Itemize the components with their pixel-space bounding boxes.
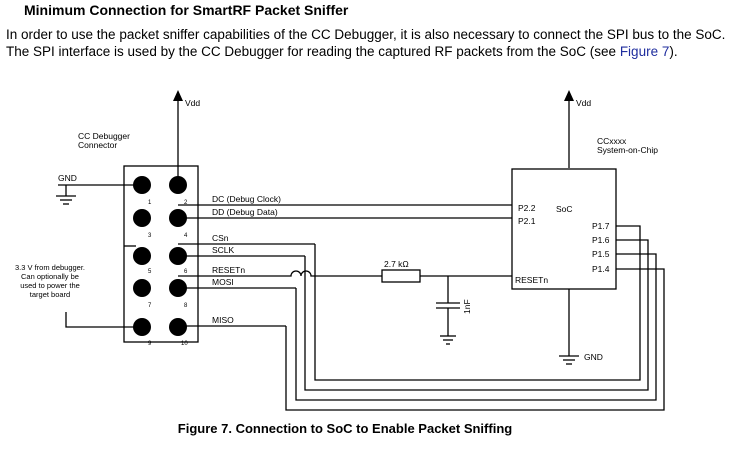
paragraph-text-end: ).: [669, 44, 678, 59]
pin-6: [169, 247, 187, 265]
connector-pins: [133, 176, 187, 336]
power-note: Can optionally be: [21, 272, 79, 281]
pin-9: [133, 318, 151, 336]
body-paragraph: In order to use the packet sniffer capab…: [6, 26, 746, 60]
pin-number: 7: [148, 303, 152, 309]
pin-number: 4: [184, 233, 188, 239]
soc-pin-p16: P1.6: [592, 235, 610, 245]
pin-10: [169, 318, 187, 336]
resistor-label: 2.7 kΩ: [384, 259, 409, 269]
capacitor-label: 1nF: [462, 299, 472, 314]
pin-number: 5: [148, 269, 152, 275]
power-note: 3.3 V from debugger.: [15, 263, 85, 272]
vdd-label-right: Vdd: [576, 98, 591, 108]
signal-mosi: MOSI: [212, 277, 234, 287]
soc-pin-p17: P1.7: [592, 221, 610, 231]
paragraph-text: In order to use the packet sniffer capab…: [6, 27, 726, 59]
section-heading: Minimum Connection for SmartRF Packet Sn…: [24, 2, 349, 18]
connector-label: Connector: [78, 140, 117, 150]
signal-miso: MISO: [212, 315, 234, 325]
pin-1: [133, 176, 151, 194]
power-note: used to power the: [20, 281, 80, 290]
power-note: target board: [30, 290, 70, 299]
signal-sclk: SCLK: [212, 245, 235, 255]
soc-pin-p15: P1.5: [592, 249, 610, 259]
vdd-label-left: Vdd: [185, 98, 200, 108]
pin-number: 6: [184, 269, 188, 275]
vdd-arrow-left: [173, 90, 183, 101]
soc-pin-p21: P2.1: [518, 216, 536, 226]
vdd-arrow-right: [564, 90, 574, 101]
pin-4: [169, 209, 187, 227]
figure-caption: Figure 7. Connection to SoC to Enable Pa…: [178, 421, 512, 436]
pin-number: 2: [184, 200, 188, 206]
connector-label: CC Debugger: [78, 131, 130, 141]
gnd-label-right: GND: [584, 352, 603, 362]
pin-number: 10: [181, 341, 188, 347]
soc-pin-resetn: RESETn: [515, 275, 548, 285]
pin-number: 9: [148, 341, 152, 347]
pin-5: [133, 247, 151, 265]
signal-dd: DD (Debug Data): [212, 207, 278, 217]
pin-number: 3: [148, 233, 152, 239]
figure-link[interactable]: Figure 7: [619, 44, 670, 59]
pin-number: 8: [184, 303, 188, 309]
soc-label: SoC: [556, 204, 573, 214]
soc-pin-p14: P1.4: [592, 264, 610, 274]
signal-dc: DC (Debug Clock): [212, 194, 281, 204]
pin-3: [133, 209, 151, 227]
pin-8: [169, 279, 187, 297]
soc-pin-p22: P2.2: [518, 203, 536, 213]
pin-number: 1: [148, 200, 152, 206]
signal-resetn: RESETn: [212, 265, 245, 275]
soc-title: System-on-Chip: [597, 145, 658, 155]
gnd-label-left: GND: [58, 173, 77, 183]
signal-csn: CSn: [212, 233, 229, 243]
soc-title: CCxxxx: [597, 136, 627, 146]
pin-2: [169, 176, 187, 194]
pin-7: [133, 279, 151, 297]
